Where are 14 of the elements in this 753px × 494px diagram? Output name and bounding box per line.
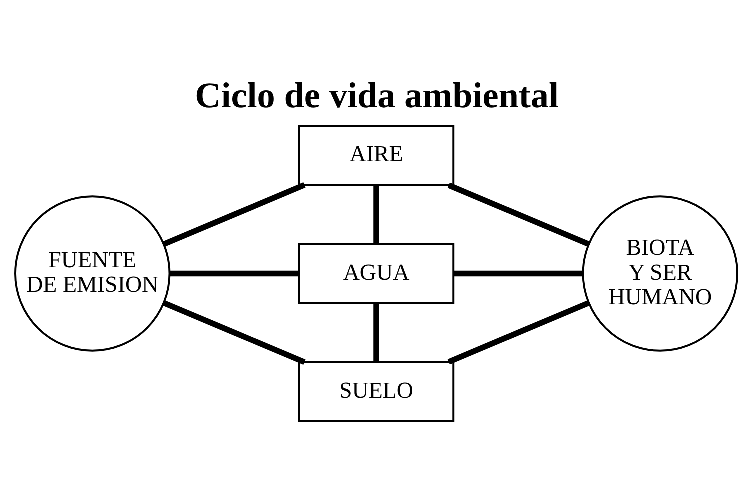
connector — [448, 182, 590, 247]
node-circle: FUENTE DE EMISION — [14, 195, 171, 352]
diagram-title: Ciclo de vida ambiental — [195, 74, 559, 115]
connector — [163, 182, 306, 246]
node-circle: BIOTA Y SER HUMANO — [582, 195, 738, 352]
connector — [454, 270, 584, 276]
connector — [374, 184, 380, 244]
node-box: AIRE — [298, 124, 455, 186]
node-box: AGUA — [298, 242, 455, 304]
connector — [448, 300, 590, 364]
connector — [170, 270, 300, 276]
connector — [163, 300, 306, 365]
node-box: SUELO — [298, 360, 455, 422]
connector — [374, 302, 380, 362]
